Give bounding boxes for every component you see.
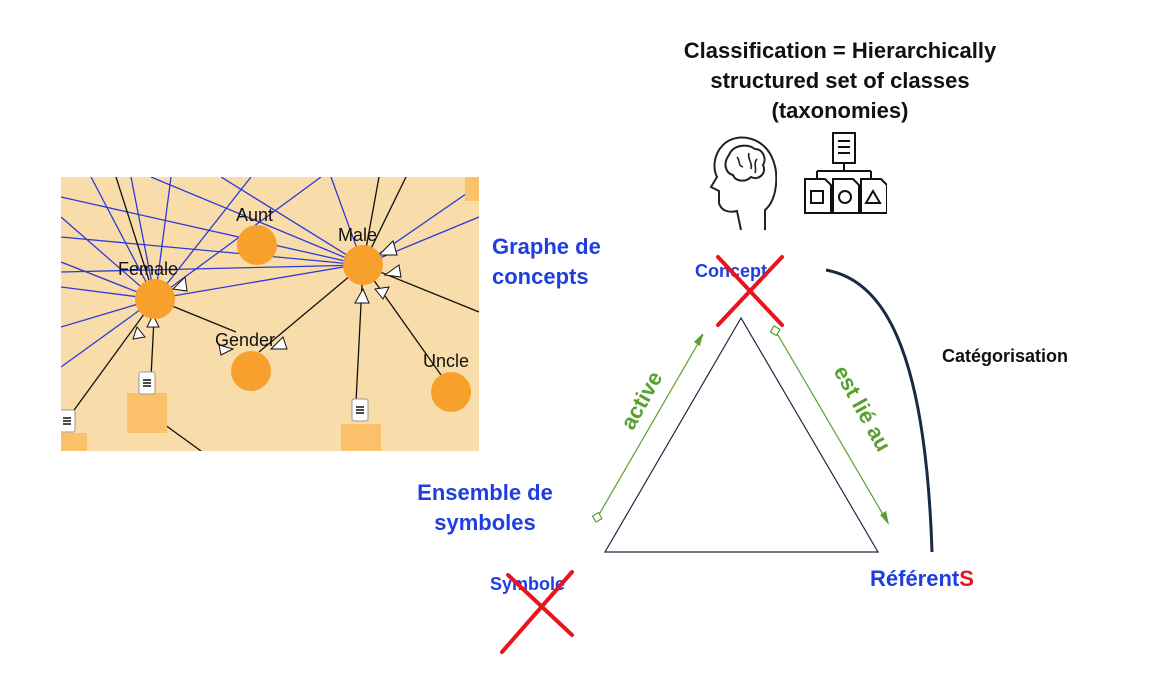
node-label-male: Male: [338, 225, 377, 245]
concept-graph-image: Aunt Male Female Gender Uncle: [61, 177, 479, 451]
label-referents: RéférentS: [870, 566, 974, 592]
triangle: [603, 316, 880, 553]
node-label-gender: Gender: [215, 330, 275, 350]
node-female: [135, 279, 175, 319]
label-symbole: Symbole: [490, 574, 566, 594]
hierarchy-document-icon: [804, 132, 887, 214]
cross-concept-icon: [716, 255, 784, 327]
node-label-uncle: Uncle: [423, 351, 469, 371]
node-aunt: [237, 225, 277, 265]
node-label-aunt: Aunt: [236, 205, 273, 225]
graph-box-top-right: [465, 177, 479, 201]
label-ensemble-de-symboles: Ensemble de symboles: [417, 480, 553, 535]
node-male: [343, 245, 383, 285]
node-gender: [231, 351, 271, 391]
graph-box: [61, 433, 87, 451]
graph-box: [341, 424, 381, 451]
graph-box: [127, 393, 167, 433]
cross-symbole-icon: [500, 570, 574, 654]
arrow-active: [596, 334, 704, 519]
graph-edges-black: [68, 177, 479, 451]
label-graphe-de-concepts: Graphe de concepts: [492, 234, 601, 289]
arrow-est-lie-au: [774, 329, 889, 524]
graph-nodes: [135, 225, 471, 412]
node-label-female: Female: [118, 259, 178, 279]
referent-main: Référent: [870, 566, 960, 591]
referent-suffix: S: [959, 566, 974, 591]
graph-arrowheads: [132, 240, 402, 356]
label-categorisation: Catégorisation: [942, 346, 1069, 366]
categorisation-curve: [825, 268, 934, 553]
node-uncle: [431, 372, 471, 412]
graph-doc-icons: [61, 371, 369, 433]
diagram-title: Classification = Hierarchically structur…: [683, 38, 997, 123]
brain-head-icon: [709, 136, 777, 231]
